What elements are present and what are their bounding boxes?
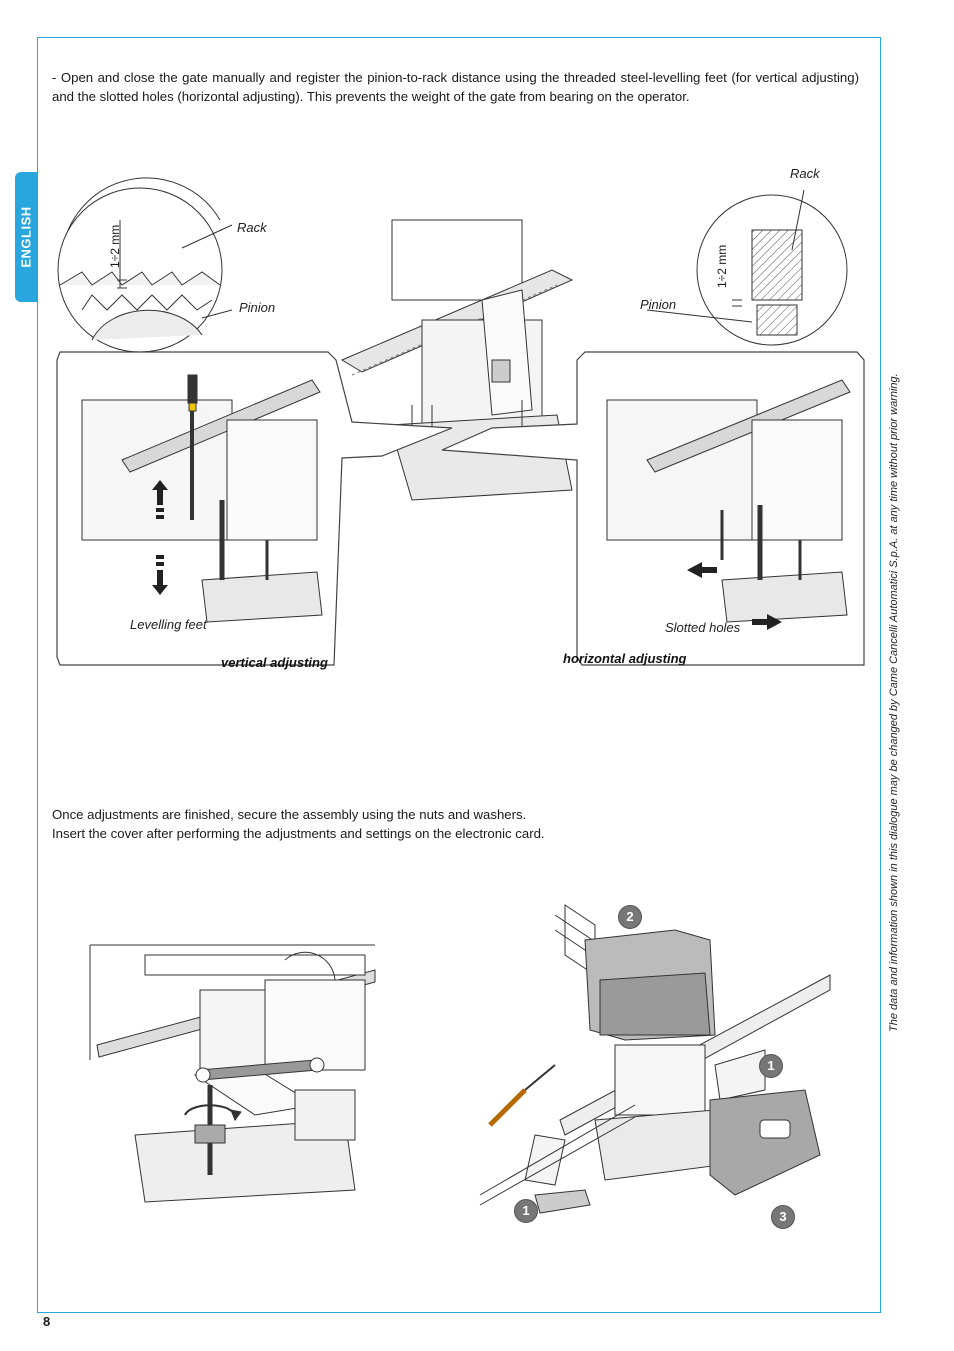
nuts-washers-figure	[85, 940, 385, 1210]
horizontal-adjusting-caption: horizontal adjusting	[563, 651, 687, 666]
language-tab-label: ENGLISH	[18, 206, 34, 268]
levelling-feet-label: Levelling feet	[130, 617, 207, 632]
left-rack-label: Rack	[237, 220, 267, 235]
page-frame	[37, 37, 881, 1313]
adjustment-figure: 1÷2 mm Rack Pinion Rack 1÷2 mm Pinion Le…	[52, 160, 872, 680]
right-pinion-label: Pinion	[640, 297, 677, 312]
right-dimension-label: 1÷2 mm	[715, 244, 729, 288]
right-rack-label: Rack	[790, 166, 820, 181]
language-tab: ENGLISH	[15, 172, 37, 302]
page-number: 8	[43, 1314, 51, 1329]
note-line-2: Insert the cover after performing the ad…	[52, 826, 545, 841]
step-badge-1-right: 1	[759, 1054, 783, 1078]
intro-paragraph: - Open and close the gate manually and r…	[52, 70, 859, 104]
left-dimension-label: 1÷2 mm	[108, 224, 122, 268]
vertical-adjusting-caption: vertical adjusting	[221, 655, 328, 670]
cover-illustration	[479, 904, 831, 1214]
left-pinion-label: Pinion	[239, 300, 276, 315]
slotted-holes-label: Slotted holes	[665, 620, 741, 635]
note-line-1: Once adjustments are finished, secure th…	[52, 807, 527, 822]
legal-side-note-text: The data and information shown in this d…	[888, 373, 900, 1032]
step-badge-3: 3	[771, 1205, 795, 1229]
assembly-note: Once adjustments are finished, secure th…	[52, 805, 752, 843]
adjustment-illustration	[56, 177, 865, 666]
cover-figure: 2 1 1 3	[465, 895, 840, 1235]
nuts-washers-illustration	[89, 944, 376, 1203]
step-badge-2: 2	[618, 905, 642, 929]
step-badge-1-left: 1	[514, 1199, 538, 1223]
